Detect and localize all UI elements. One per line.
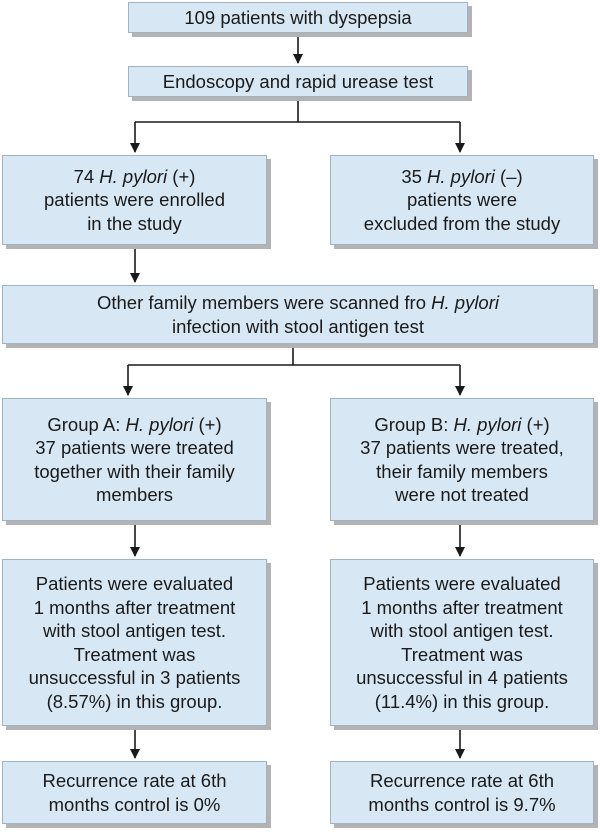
box-text-line: together with their family [34, 460, 235, 482]
box-text-line: 37 patients were treated, [360, 437, 564, 458]
box-text-line: Endoscopy and rapid urease test [162, 70, 434, 92]
arrow-endoscopy-split [135, 97, 460, 123]
box-family-scan: Other family members were scanned fro H.… [2, 285, 594, 344]
box-text-line: 1 months after treatment [33, 596, 236, 618]
box-text-line: members [95, 484, 174, 505]
box-group-a: Group A: H. pylori (+)37 patients were t… [2, 398, 267, 521]
box-text-line: 109 patients with dyspepsia [184, 6, 412, 28]
box-text-line: Treatment was [73, 643, 196, 665]
arrow-family-split [128, 344, 460, 366]
box-text-line: months control is 9.7% [368, 793, 556, 815]
box-text-line: patients were enrolled [44, 189, 225, 211]
box-text-line: 1 months after treatment [361, 596, 563, 618]
box-text-line: (11.4%) in this group. [374, 690, 550, 712]
box-text-line: in the study [87, 212, 182, 234]
box-text-line: were not treated [395, 484, 529, 505]
box-text-line: Recurrence rate at 6th [42, 770, 227, 791]
box-text-line: infection with stool antigen test [172, 315, 424, 337]
box-patients-total: 109 patients with dyspepsia [128, 2, 468, 33]
box-group-b: Group B: H. pylori (+)37 patients were t… [330, 398, 594, 521]
box-text-line: patients were [406, 189, 518, 211]
box-text-line: Treatment was [401, 643, 523, 665]
box-text-line: Group B: H. pylori (+) [374, 413, 550, 435]
box-endoscopy: Endoscopy and rapid urease test [128, 66, 468, 97]
box-text-line: 37 patients were treated [35, 437, 234, 458]
box-text-line: 35 H. pylori (–) [401, 165, 523, 187]
box-text-line: unsuccessful in 3 patients [28, 667, 241, 688]
box-text-line: Recurrence rate at 6th [369, 770, 555, 791]
box-text-line: Other family members were scanned fro H.… [96, 292, 499, 313]
box-text-line: excluded from the study [363, 212, 561, 234]
box-text-line: (8.57%) in this group. [46, 690, 223, 712]
box-text-line: months control is 0% [48, 793, 221, 815]
box-text-line: 74 H. pylori (+) [73, 165, 196, 187]
box-text-line: Patients were evaluated [363, 573, 561, 594]
box-text-line: their family members [376, 460, 548, 482]
box-text-line: with stool antigen test. [370, 620, 554, 641]
box-text-line: Group A: H. pylori (+) [47, 413, 222, 435]
box-text-line: Patients were evaluated [35, 573, 234, 594]
box-text-line: unsuccessful in 4 patients [356, 667, 568, 688]
box-text-line: with stool antigen test. [42, 620, 227, 641]
